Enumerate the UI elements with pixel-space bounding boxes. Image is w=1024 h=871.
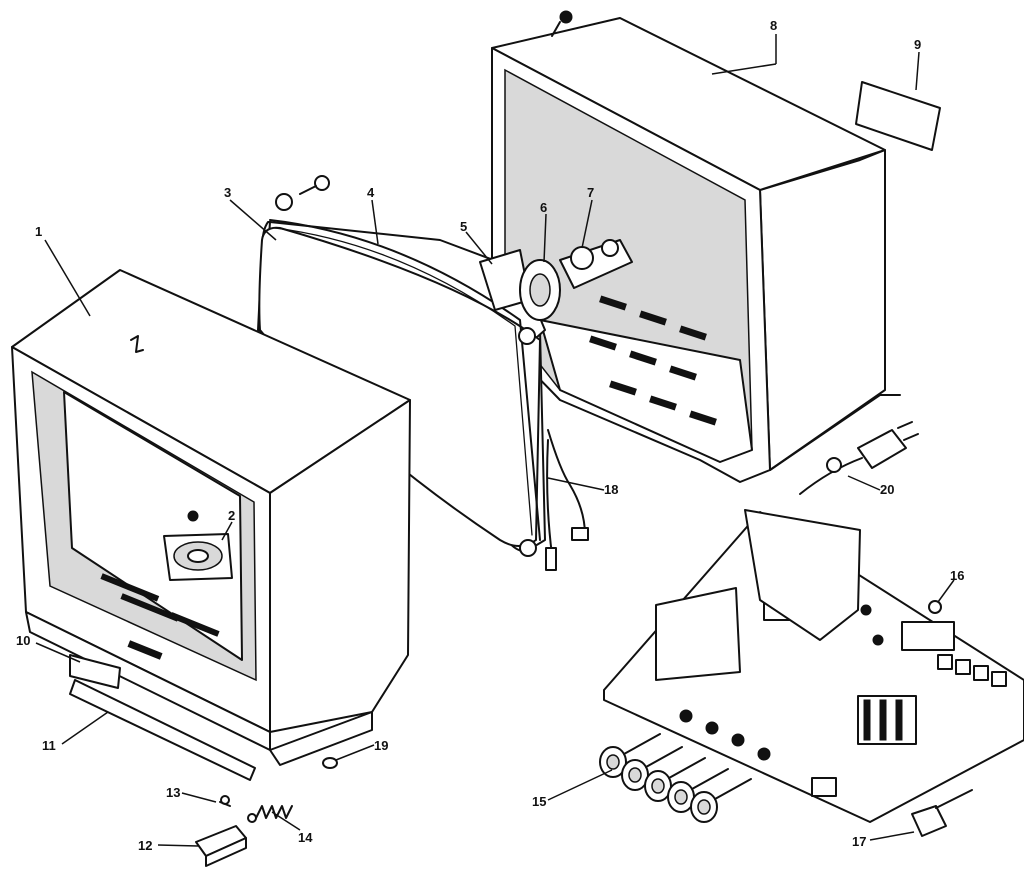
fuse-cap: [928, 600, 942, 614]
callout-20: 20: [880, 482, 894, 497]
callout-11: 11: [42, 738, 56, 753]
callout-leaders: [35, 34, 955, 847]
front-cabinet: [11, 269, 411, 766]
callout-17: 17: [852, 834, 866, 849]
callout-9: 9: [914, 37, 921, 52]
rear-cabinet-vents: [589, 295, 717, 426]
callout-19: 19: [374, 738, 388, 753]
callout-1: 1: [35, 224, 42, 239]
speaker: [163, 533, 233, 581]
control-panel-door: [69, 654, 121, 689]
front-cabinet-interior-hatch: [100, 573, 220, 637]
rating-label: [855, 81, 941, 151]
callout-6: 6: [540, 200, 547, 215]
callout-5: 5: [460, 219, 467, 234]
callout-13: 13: [166, 785, 180, 800]
callout-16: 16: [950, 568, 964, 583]
cabinet-top-clip: [130, 335, 144, 353]
callout-2: 2: [228, 508, 235, 523]
callout-15: 15: [532, 794, 546, 809]
callout-18: 18: [604, 482, 618, 497]
rear-cabinet: [491, 17, 901, 483]
power-cord: [799, 421, 919, 495]
convergence-magnet: [559, 239, 633, 289]
cabinet-foot: [322, 757, 338, 769]
picture-tube: [257, 193, 546, 557]
knob: [599, 733, 661, 778]
callout-7: 7: [587, 185, 594, 200]
knob: [690, 778, 752, 823]
callout-10: 10: [16, 633, 30, 648]
callout-12: 12: [138, 838, 152, 853]
control-knobs: [599, 709, 771, 823]
deflection-yoke: [519, 259, 561, 321]
callout-14: 14: [298, 830, 313, 845]
callout-labels: 1 2 3 4 5 6 7 8 9 10 11 12 13 14 15 16 1…: [16, 18, 964, 853]
main-chassis-board: [603, 509, 1024, 823]
callout-4: 4: [367, 185, 375, 200]
trim-strip: [69, 679, 256, 781]
switch-clip: [219, 795, 231, 807]
callout-3: 3: [224, 185, 231, 200]
callout-8: 8: [770, 18, 777, 33]
knob: [621, 746, 683, 791]
anode-cable: [545, 429, 589, 571]
spring: [247, 805, 293, 823]
power-switch-knob: [195, 825, 247, 867]
tube-mounting-screw: [299, 175, 330, 195]
power-switch: [911, 789, 973, 837]
speaker-screw: [187, 510, 199, 522]
rear-cabinet-screw: [551, 10, 573, 37]
